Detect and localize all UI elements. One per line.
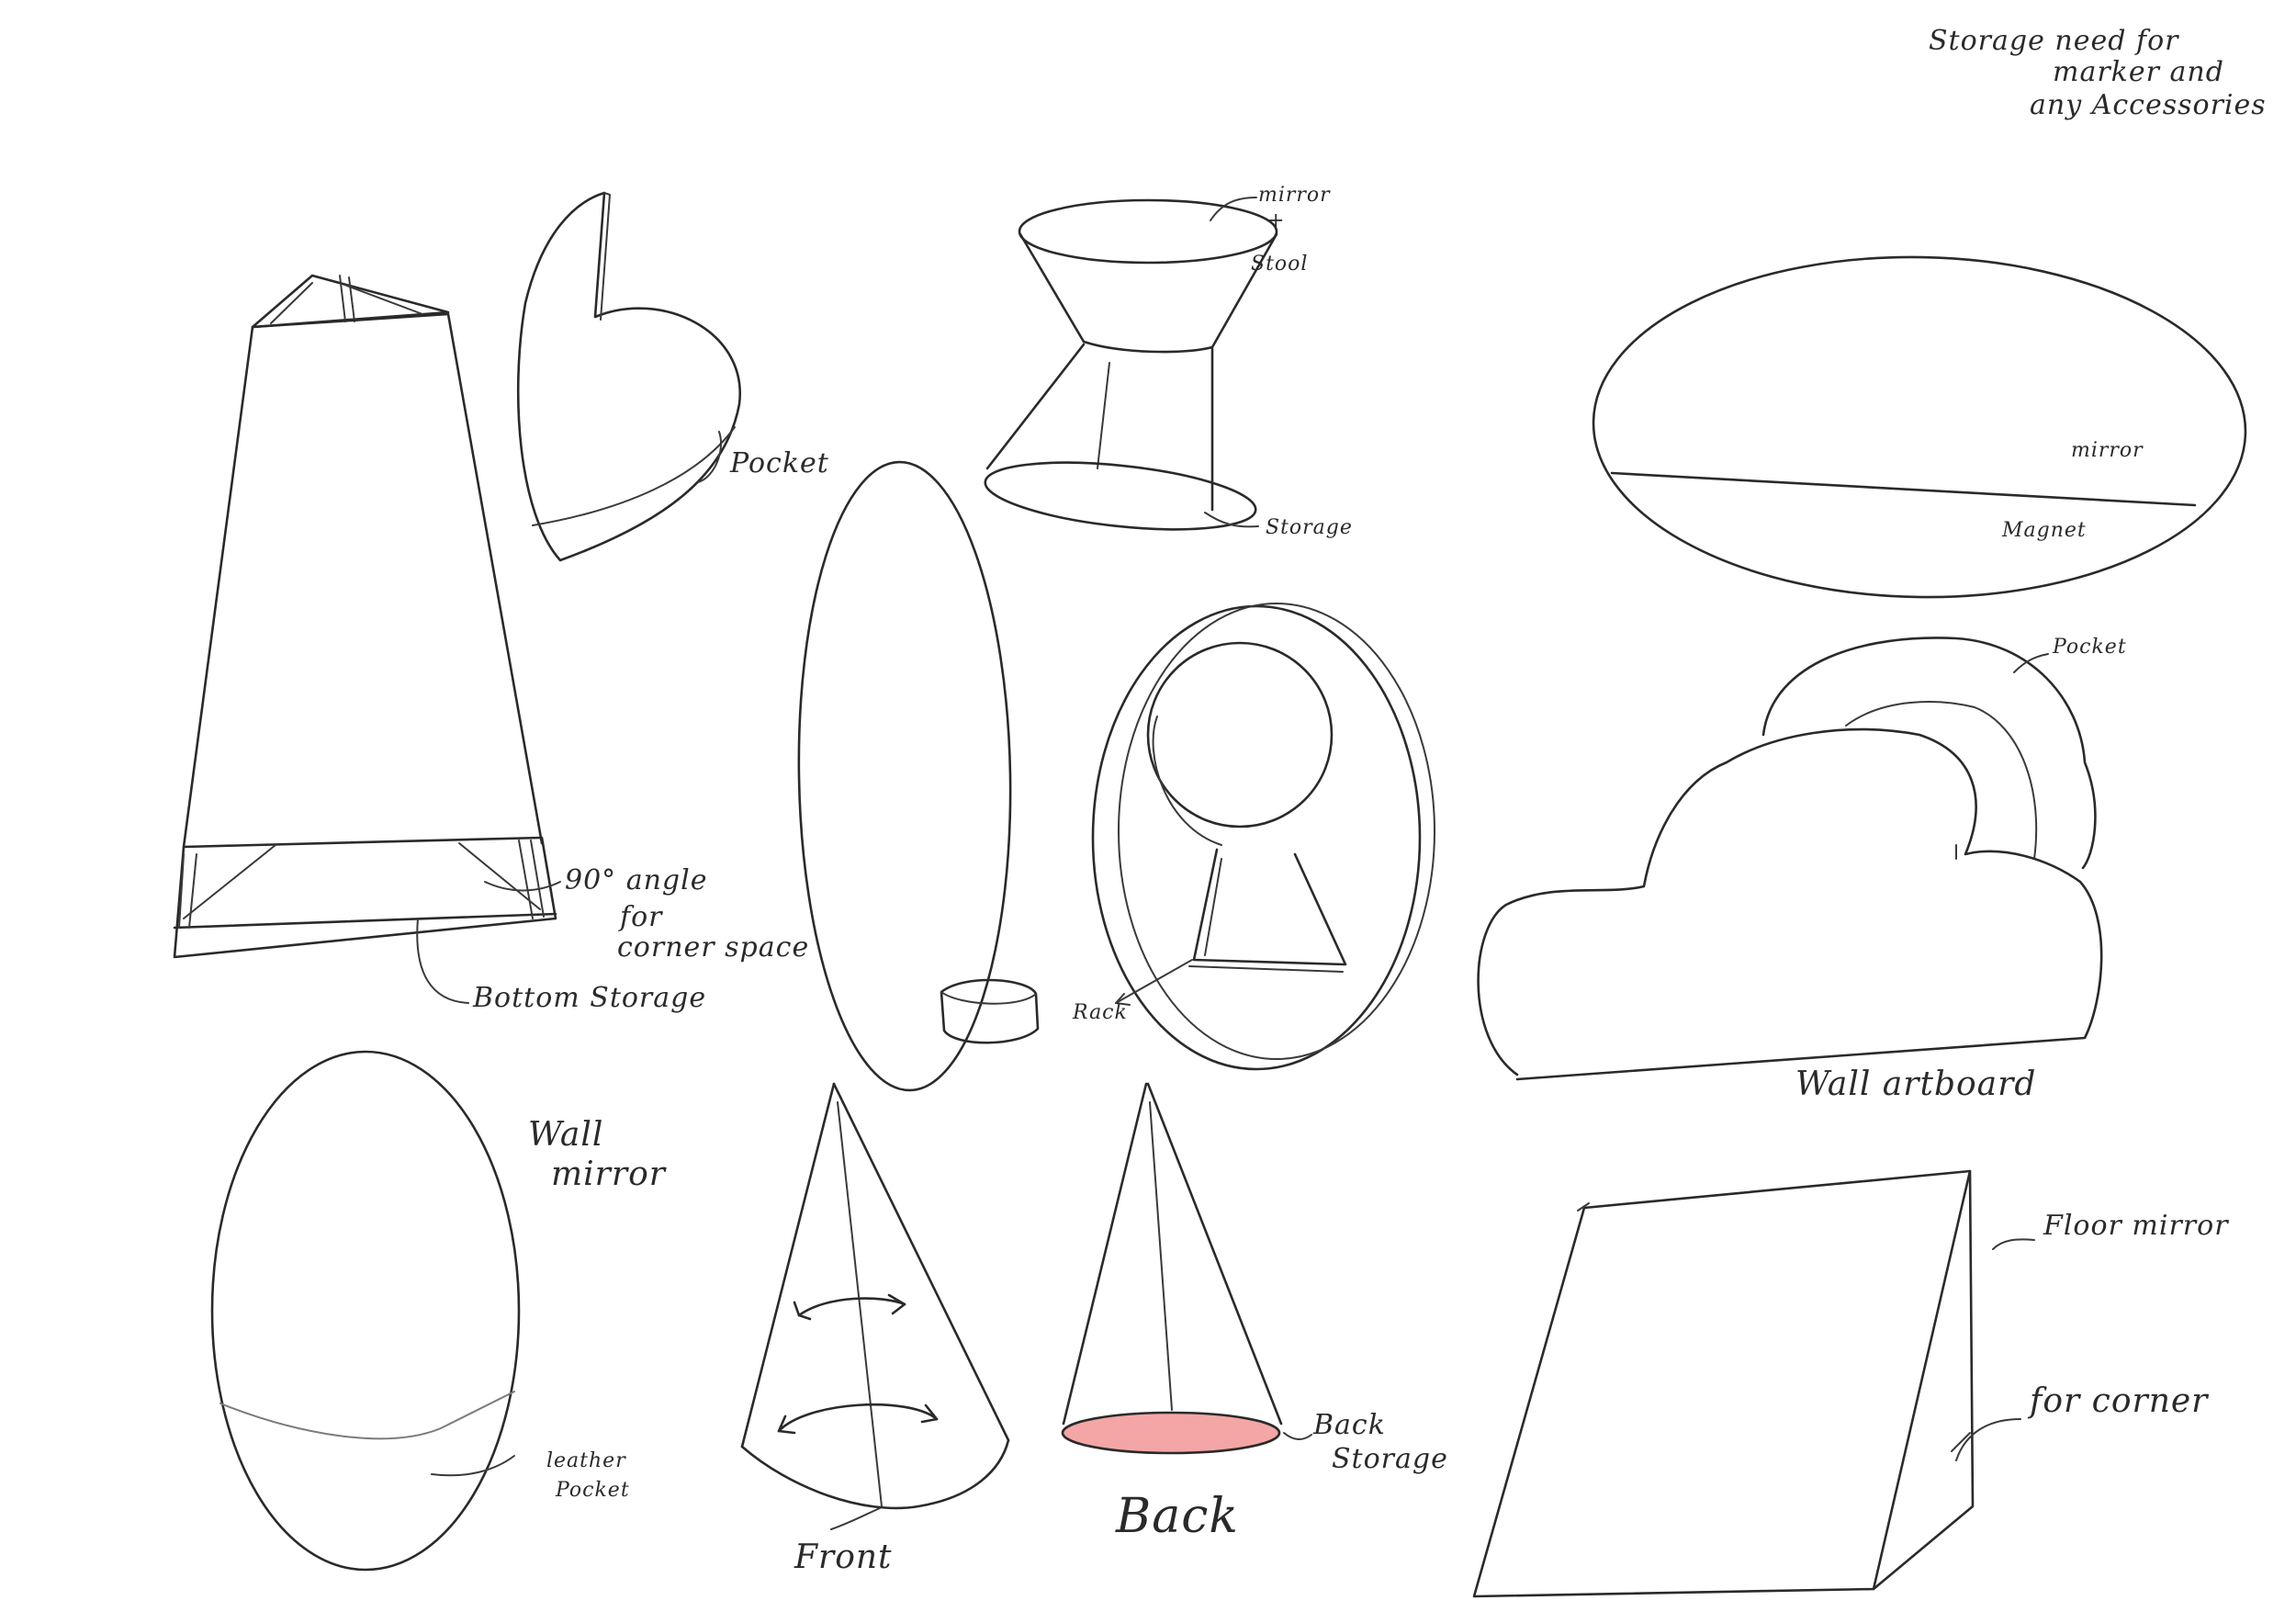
label-floor-mirror: Floor mirror bbox=[2043, 1210, 2229, 1242]
keyhole-mirror-sketch bbox=[1091, 603, 1435, 1071]
label-mirror-oval: mirror bbox=[2071, 439, 2144, 462]
label-back: Back bbox=[1116, 1489, 1239, 1544]
label-wall-mirror-line1: Wall bbox=[528, 1116, 604, 1154]
label-leather-line1: leather bbox=[546, 1449, 626, 1472]
annotation-leaders bbox=[416, 881, 2035, 1461]
label-bottom-storage: Bottom Storage bbox=[473, 982, 707, 1014]
horizontal-mirror-magnet-sketch bbox=[1592, 255, 2247, 599]
label-stool: Stool bbox=[1251, 253, 1309, 276]
label-back-storage-line1: Back bbox=[1313, 1409, 1386, 1441]
tower-sketch bbox=[173, 274, 557, 959]
cloud-artboard-sketch bbox=[1477, 637, 2103, 1081]
cone-back-sketch bbox=[1061, 1082, 1283, 1455]
label-angle-line1: 90° angle bbox=[565, 864, 708, 896]
note-storage-line2: marker and bbox=[2053, 56, 2224, 88]
label-magnet: Magnet bbox=[2002, 519, 2087, 542]
label-leather-line2: Pocket bbox=[556, 1479, 630, 1502]
back-storage-base bbox=[1061, 1411, 1281, 1455]
note-storage-line3: any Accessories bbox=[2030, 89, 2267, 121]
label-pocket-heart: Pocket bbox=[730, 447, 829, 479]
tall-oval-mirror-sketch bbox=[797, 460, 1040, 1092]
label-pocket-cloud: Pocket bbox=[2053, 636, 2127, 659]
label-amp: + bbox=[1267, 209, 1286, 232]
floor-mirror-sketch bbox=[1472, 1169, 1975, 1598]
note-storage-line1: Storage need for bbox=[1929, 25, 2179, 57]
label-front: Front bbox=[794, 1538, 893, 1576]
label-storage: Storage bbox=[1266, 516, 1353, 539]
label-back-storage-line2: Storage bbox=[1332, 1443, 1448, 1475]
cone-front-sketch bbox=[740, 1082, 1010, 1530]
wall-mirror-sketch bbox=[210, 1050, 521, 1572]
label-wall-mirror-line2: mirror bbox=[551, 1155, 666, 1193]
label-for-corner: for corner bbox=[2030, 1382, 2209, 1420]
label-rack: Rack bbox=[1073, 1001, 1128, 1024]
label-mirror-top: mirror bbox=[1258, 184, 1331, 207]
mirror-stool-sketch bbox=[984, 197, 1278, 531]
label-angle-line3: corner space bbox=[617, 931, 810, 964]
label-angle-line2: for bbox=[620, 901, 663, 933]
label-wall-artboard: Wall artboard bbox=[1795, 1065, 2037, 1103]
heart-mirror-sketch bbox=[516, 191, 741, 562]
